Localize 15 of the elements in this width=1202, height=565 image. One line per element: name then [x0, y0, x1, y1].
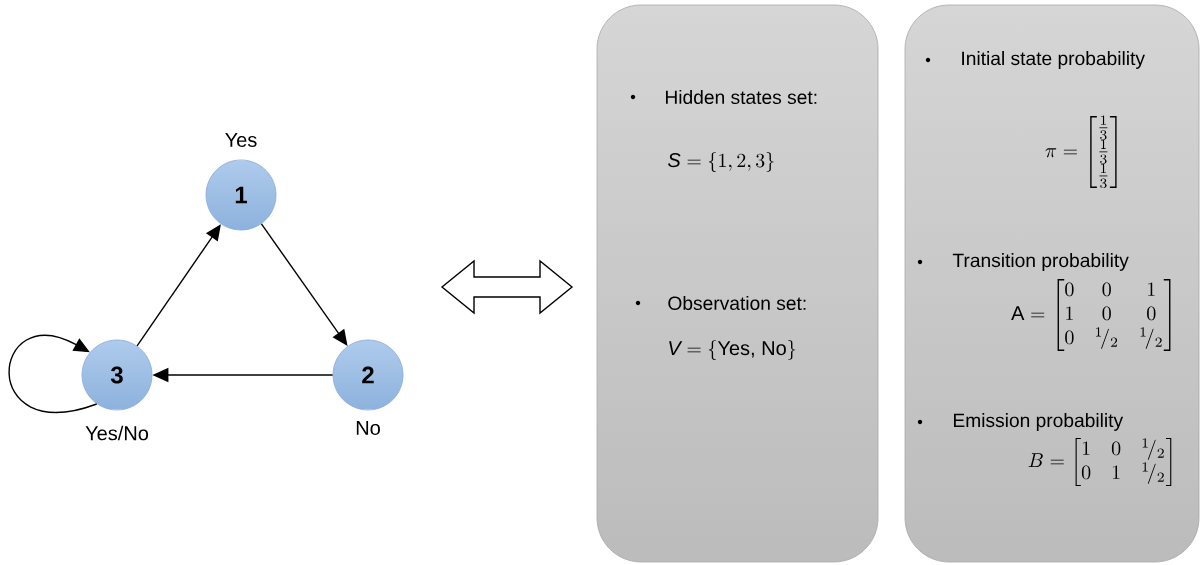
state-label: Yes/No [85, 425, 149, 441]
formula: $B = \begin{bmatrix}1 & 0 & {}^{1}\!/_{2}\\ 0 & 1 & {}^{1}\!/_{2}\end{bmatrix}$ [1028, 438, 1172, 486]
heading: Transition probability [952, 253, 1129, 271]
heading: Observation set: [668, 295, 806, 311]
state-label: Yes [225, 133, 257, 147]
state-label: No [356, 421, 380, 435]
arrow [136, 224, 221, 347]
formula: $\mathit{V} = \{\text{Yes, No}\}$ [669, 339, 796, 360]
formula: $\mathrm{A} = \begin{bmatrix}0 & 0 & 1\\ 1 & 0 & 0\\ 0 & {}^{1}\!/_{2} & {}^{1}\!/_{2}\end{bmatrix}$ [1011, 279, 1171, 351]
self-loop-arrow [8, 335, 98, 413]
heading: Initial state probability [962, 51, 1145, 69]
heading: Hidden states set: [666, 89, 817, 105]
heading: Emission probability [954, 413, 1124, 431]
formula: $\pi = \begin{bmatrix}\tfrac{1}{3}\\ \tfrac{1}{3}\\ \tfrac{1}{3}\end{bmatrix}$ [1045, 115, 1117, 189]
formula: $\mathit{S} = \{1, 2, 3\}$ [668, 151, 774, 172]
